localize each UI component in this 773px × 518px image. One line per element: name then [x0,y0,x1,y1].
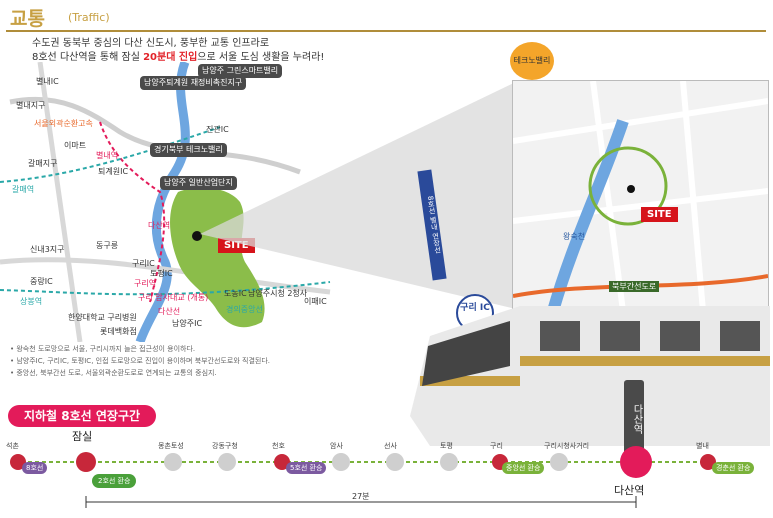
map-label: 다산역 [148,221,171,230]
station-sign: 다산역 [624,380,644,458]
station-label: 석촌 [6,442,19,450]
rail-line-jungang [0,281,331,296]
transfer-badge: 중앙선 환승 [502,462,545,474]
station-dot [386,453,404,471]
transfer-badge: 5호선 환승 [286,462,327,474]
station-label: 잠실 [72,430,93,443]
map-label: 구리역 [134,279,157,288]
highway [37,62,83,342]
highway [9,96,301,175]
station-dot [440,453,458,471]
station-dot [332,453,350,471]
section-subtitle: (Traffic) [68,11,110,24]
intro-line-2: 8호선 다산역을 통해 잠실 20분대 진입으로 서울 도심 생활을 누려라! [32,52,325,63]
detail-river [547,119,629,313]
rail-line-gyeongchun [0,126,221,183]
map-label: 중랑IC [30,277,53,286]
section-title: 교통 [10,8,45,30]
map-label: 이패IC [304,297,327,306]
map-label: 상봉역 [20,297,43,306]
site-label-right: SITE [641,207,678,222]
note-1: • 왕숙천 도로망으로 서울, 구리시까지 늘은 접근성이 용이하다. [10,345,196,353]
station-label: 토평 [440,442,453,450]
detail-road-label: 북부간선도로 [609,281,660,292]
map-label: 별내역 [96,151,119,160]
subway-section-title: 지하철 8호선 연장구간 [8,405,156,427]
map-label: 남양주IC [172,319,203,328]
transfer-badge: 8호선 [22,462,48,474]
transfer-badge: 경춘선 환승 [712,462,755,474]
map-label: 동구릉 [96,241,119,250]
map-label: 별내지구 [16,101,46,110]
river [135,62,190,342]
station-dot [76,452,96,472]
station-dot [164,453,182,471]
transfer-badge: 2호선 환승 [92,474,137,488]
subway-line [14,461,710,508]
station-label: 구리시청사거리 [544,442,590,450]
label-bubble: 남양주 그린스마트밸리 [198,64,283,78]
map-label: 토평IC [150,269,173,278]
map-label: 구리IC [132,259,155,268]
label-bubble: 남양주퇴계원 재정비촉진지구 [140,76,247,90]
technovalley-bubble: 테크노밸리 [510,42,554,80]
subway-train-illustration [410,306,770,446]
detail-map: SITE 북부간선도로 왕숙천 [512,80,769,313]
map-label: 롯데백화점 [100,327,137,336]
intro-highlight: 20분대 진입 [143,52,198,63]
travel-duration: 27분 [352,492,370,501]
map-label: 도농IC [224,289,247,298]
detail-site-marker [627,185,635,193]
map-label: 서울외곽순환고속 [34,119,93,128]
station-dot [218,453,236,471]
map-label: 이마트 [64,141,87,150]
station-dot [550,453,568,471]
map-label: 갈매지구 [28,159,58,168]
map-label: 구리 암사대교 (개통) [138,293,209,302]
map-label: 진관IC [206,125,229,134]
map-label: 남양주시청 2청사 [248,289,308,298]
label-bubble: 경기북부 테크노밸리 [150,143,227,157]
rail-line-8 [99,121,166,303]
label-bubble: 남양주 일반산업단지 [160,176,237,190]
dasan-station-label: 다산역 [614,484,645,497]
note-2: • 남양주IC, 구리IC, 토평IC, 인접 도로망으로 진입이 용이하며 북… [10,357,270,365]
site-marker [192,231,202,241]
map-label: 다산선 [158,307,181,316]
map-label: 별내IC [36,77,59,86]
station-label: 몽촌토성 [158,442,184,450]
map-label: 신내3지구 [30,245,65,254]
station-label: 구리 [490,442,503,450]
dasan-station-dot [620,446,652,478]
site-circle [588,146,668,226]
note-3: • 중앙선, 북부간선 도로, 서울외곽순환도로로 연계되는 교통의 중심지. [10,369,217,377]
intro-line-1: 수도권 동북부 중심의 다산 신도시, 풍부한 교통 인프라로 [32,38,270,49]
map-label: 퇴계원IC [98,167,129,176]
station-label: 선사 [384,442,397,450]
detail-river-label: 왕숙천 [563,232,586,241]
map-label: 한양대학교 구리병원 [68,313,137,322]
highway [0,257,331,295]
map-label: 경의중앙선 [226,305,263,314]
map-label: 갈매역 [12,185,35,194]
station-label: 암사 [330,442,343,450]
station-label: 강동구청 [212,442,238,450]
station-label: 별내 [696,442,709,450]
station-label: 천호 [272,442,285,450]
section-header: 교통 (Traffic) [6,4,766,32]
